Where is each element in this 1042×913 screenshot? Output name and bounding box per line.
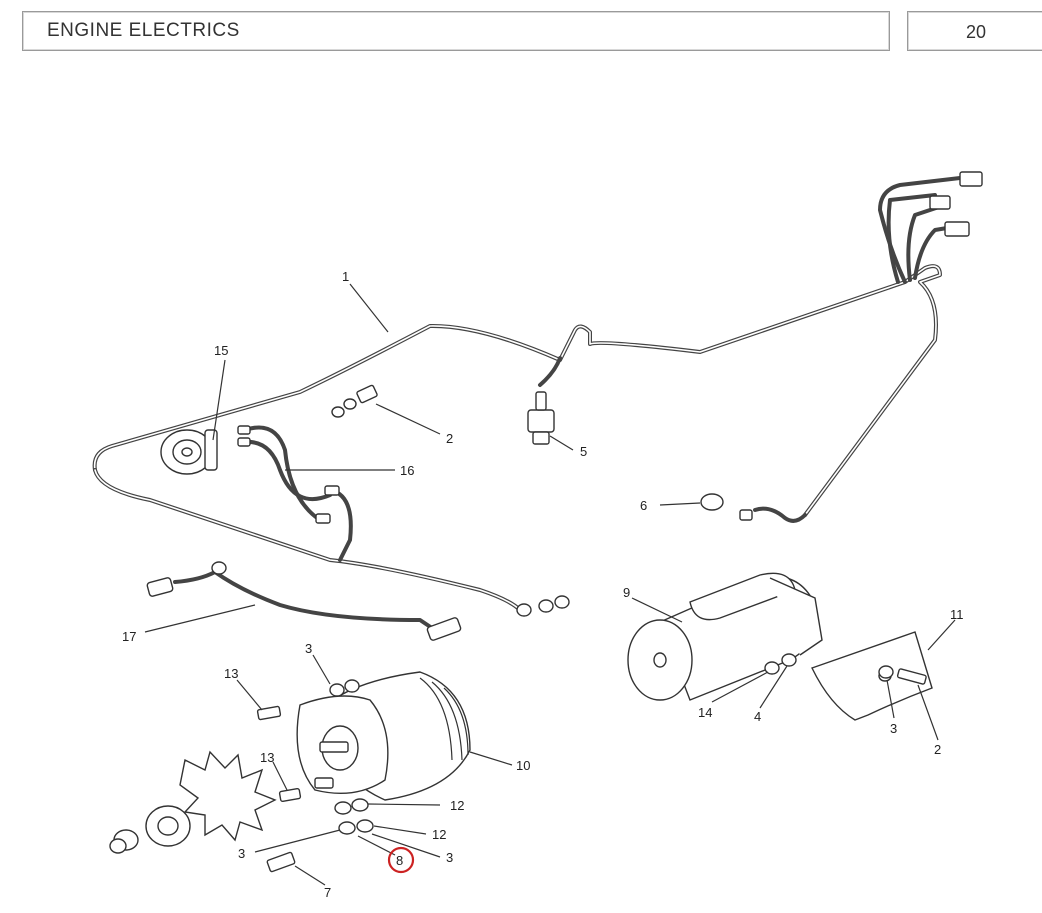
alternator-fan-and-pulley <box>109 750 277 854</box>
oil-pressure-switch <box>527 391 555 445</box>
section-title: ENGINE ELECTRICS <box>47 20 240 41</box>
callout-12-upper: 12 <box>450 798 464 813</box>
callout-16: 16 <box>400 463 414 478</box>
earth-strap <box>146 561 570 641</box>
callout-2-top: 2 <box>446 431 453 446</box>
callout-labels: 1 2 5 15 16 6 17 9 11 3 13 14 4 3 2 10 1… <box>122 269 964 900</box>
leader-lines <box>144 283 956 886</box>
callout-14: 14 <box>698 705 712 720</box>
callout-7: 7 <box>324 885 331 900</box>
callout-5: 5 <box>580 444 587 459</box>
callout-2-bracket: 2 <box>934 742 941 757</box>
callout-6: 6 <box>640 498 647 513</box>
page-number: 20 <box>966 22 987 42</box>
callout-9: 9 <box>623 585 630 600</box>
page-number-box: 20 <box>907 11 1042 51</box>
screw-and-washers <box>331 384 378 418</box>
starter-motor <box>627 572 823 701</box>
callout-10: 10 <box>516 758 530 773</box>
horn-leads <box>237 425 353 562</box>
callout-1: 1 <box>342 269 349 284</box>
main-wiring-harness <box>92 176 967 612</box>
alternator-fasteners <box>256 679 374 873</box>
highlight-circle <box>387 846 415 874</box>
callout-3-alternator-top: 3 <box>305 641 312 656</box>
callout-13-upper: 13 <box>224 666 238 681</box>
horn <box>160 429 218 475</box>
starter-fasteners <box>764 653 927 685</box>
callout-8: 8 <box>396 853 403 868</box>
section-title-box: ENGINE ELECTRICS <box>22 11 890 51</box>
callout-11: 11 <box>950 607 964 622</box>
callout-13-lower: 13 <box>260 750 274 765</box>
temperature-sender <box>700 493 753 521</box>
harness-connectors <box>929 171 983 237</box>
callout-3-left: 3 <box>238 846 245 861</box>
callout-17: 17 <box>122 629 136 644</box>
alternator <box>296 671 471 801</box>
callout-3-right: 3 <box>446 850 453 865</box>
callout-3-bracket: 3 <box>890 721 897 736</box>
callout-15: 15 <box>214 343 228 358</box>
callout-4: 4 <box>754 709 761 724</box>
callout-12-lower: 12 <box>432 827 446 842</box>
